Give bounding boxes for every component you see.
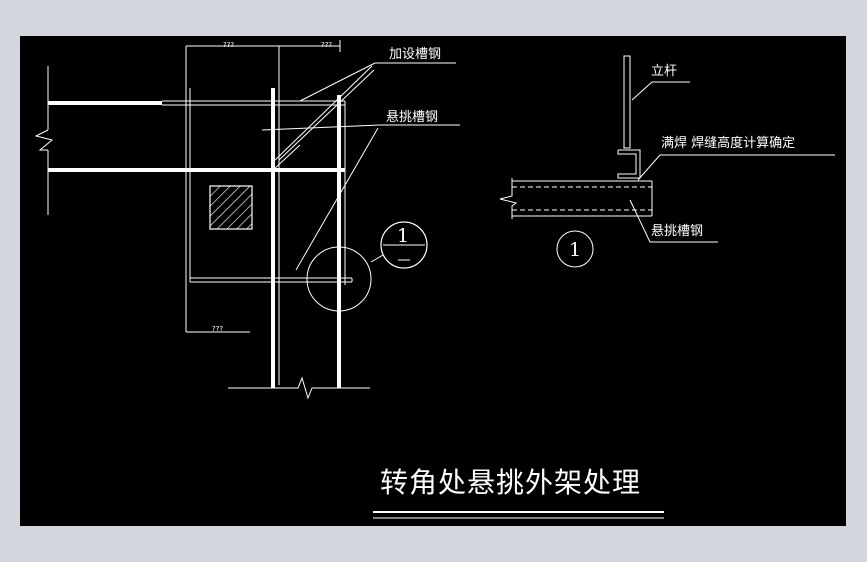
drawing-area — [20, 36, 846, 526]
label-weld: 满焊 焊缝高度计算确定 — [661, 135, 795, 151]
label-cantilever-channel-right: 悬挑槽钢 — [651, 224, 703, 239]
label-upright: 立杆 — [651, 64, 677, 79]
dim-side: ??? — [212, 325, 223, 333]
callout-number: 1 — [397, 225, 409, 247]
section-marker-circle — [556, 230, 594, 268]
hatched-column — [209, 185, 253, 230]
upright-pole — [623, 55, 631, 149]
section-number: 1 — [569, 239, 581, 261]
label-cantilever-channel-left: 悬挑槽钢 — [386, 110, 438, 125]
right-detail — [499, 55, 835, 268]
drawing-title: 转角处悬挑外架处理 — [380, 466, 641, 499]
dim-top-left: ??? — [223, 41, 234, 49]
label-added-channel: 加设槽钢 — [389, 47, 441, 62]
detail-index-circle — [380, 221, 428, 269]
detail-callout-circle — [306, 246, 372, 312]
dim-top-right: ??? — [321, 41, 332, 49]
left-detail — [34, 40, 460, 400]
